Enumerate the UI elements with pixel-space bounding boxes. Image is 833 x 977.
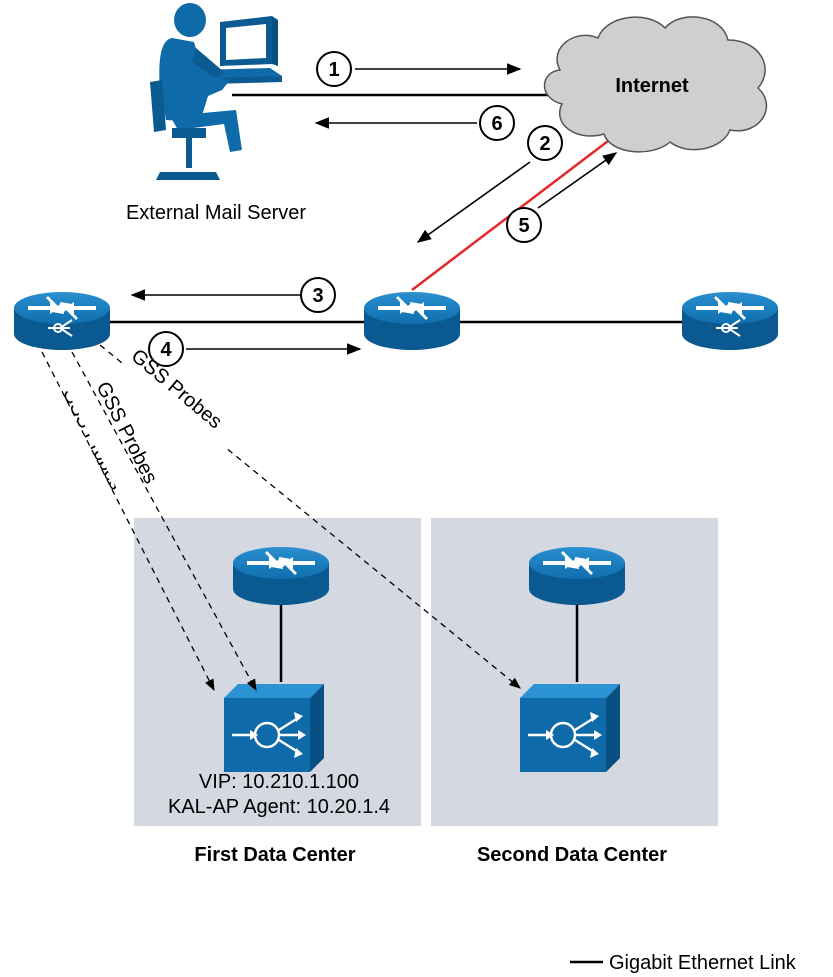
mail-server-user-icon <box>150 3 282 180</box>
dc1-label: First Data Center <box>194 844 355 866</box>
dc2-load-balancer-icon <box>518 682 622 774</box>
svg-text:5: 5 <box>518 215 529 237</box>
step-1-badge: 1 <box>316 51 352 87</box>
dc2-router-icon <box>529 547 625 605</box>
arrow-step-2 <box>416 161 531 243</box>
svg-text:4: 4 <box>160 339 172 361</box>
edge-router-left-icon <box>13 291 111 351</box>
svg-text:3: 3 <box>312 285 323 307</box>
probe-line-1 <box>41 351 215 692</box>
dc2-label: Second Data Center <box>477 844 667 866</box>
mail-server-label: External Mail Server <box>126 202 306 224</box>
svg-text:6: 6 <box>491 113 502 135</box>
probe-line-2 <box>71 351 257 692</box>
legend-gigabit-label: Gigabit Ethernet Link <box>609 952 797 974</box>
step-6-badge: 6 <box>479 105 515 141</box>
svg-text:1: 1 <box>328 59 339 81</box>
edge-router-right-icon <box>681 291 779 351</box>
arrow-step-5 <box>537 152 618 209</box>
core-router-center-icon <box>364 292 460 350</box>
step-3-badge: 3 <box>300 277 336 313</box>
step-2-badge: 2 <box>527 125 563 161</box>
dc1-router-icon <box>233 547 329 605</box>
dc1-vip-text: VIP: 10.210.1.100 <box>199 771 359 793</box>
step-4-badge: 4 <box>148 331 184 367</box>
internet-label: Internet <box>615 75 689 97</box>
dc1-load-balancer-icon <box>222 682 326 774</box>
dc1-kalap-text: KAL-AP Agent: 10.20.1.4 <box>168 796 390 818</box>
internet-cloud-icon <box>543 16 768 153</box>
svg-text:2: 2 <box>539 133 550 155</box>
step-5-badge: 5 <box>506 207 542 243</box>
